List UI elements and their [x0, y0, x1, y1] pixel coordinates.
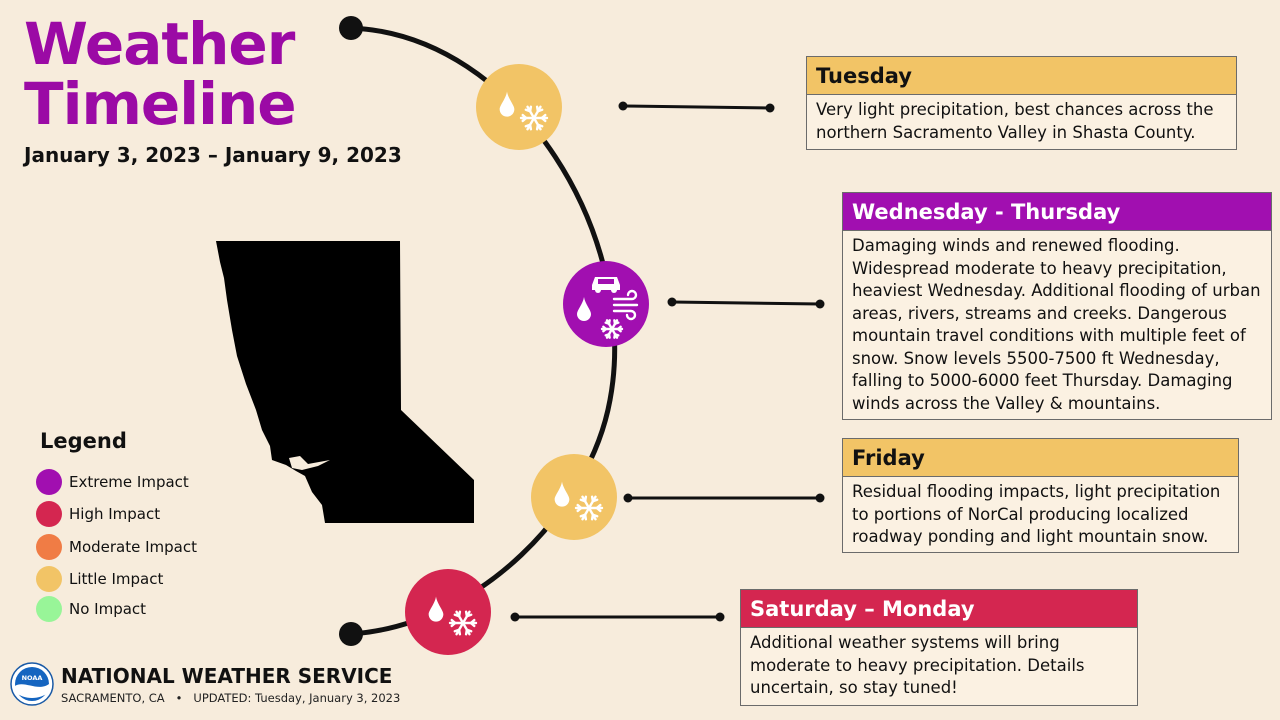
timeline-start-node — [339, 16, 363, 40]
connector-tuesday — [618, 101, 775, 113]
event-card-sat-mon: Saturday – Monday Additional weather sys… — [740, 589, 1138, 706]
legend-swatch — [36, 501, 62, 527]
impact-circle — [476, 64, 562, 150]
office-updated: SACRAMENTO, CA • UPDATED: Tuesday, Janua… — [61, 691, 400, 705]
legend-swatch — [36, 596, 62, 622]
event-day-label: Friday — [843, 439, 1238, 477]
event-day-label: Wednesday - Thursday — [843, 193, 1271, 231]
event-card-friday: Friday Residual flooding impacts, light … — [842, 438, 1239, 553]
impact-circle — [531, 454, 617, 540]
legend-title: Legend — [40, 429, 127, 453]
snowflake-icon — [519, 105, 549, 131]
rain-drop-icon — [554, 481, 570, 507]
noaa-logo-icon: NOAA — [10, 662, 54, 706]
agency-name: NATIONAL WEATHER SERVICE — [61, 664, 393, 688]
event-circle-tuesday — [476, 64, 562, 150]
connector-friday — [623, 493, 825, 503]
page-title: Weather Timeline — [24, 10, 297, 138]
impact-circle — [563, 261, 649, 347]
updated-date: UPDATED: Tuesday, January 3, 2023 — [193, 691, 401, 705]
legend-swatch — [36, 566, 62, 592]
title-line-1: Weather — [24, 10, 295, 78]
car-icon — [592, 277, 620, 293]
legend-label: Moderate Impact — [69, 538, 197, 556]
rain-drop-icon — [577, 297, 591, 321]
rain-drop-icon — [499, 91, 515, 117]
connector-sat-mon — [510, 612, 725, 622]
event-description: Additional weather systems will bring mo… — [750, 633, 1085, 697]
connector-wed-thu — [667, 297, 825, 309]
california-map — [216, 241, 474, 523]
bullet-separator: • — [168, 691, 190, 705]
event-card-tuesday: Tuesday Very light precipitation, best c… — [806, 56, 1237, 150]
legend-item-extreme: Extreme Impact — [36, 469, 189, 495]
legend-label: Little Impact — [69, 570, 164, 588]
legend-label: High Impact — [69, 505, 161, 523]
rain-drop-icon — [428, 596, 444, 622]
event-card-wed-thu: Wednesday - Thursday Damaging winds and … — [842, 192, 1272, 420]
noaa-logo-text: NOAA — [22, 674, 43, 682]
impact-circle — [405, 569, 491, 655]
office-name: SACRAMENTO, CA — [61, 691, 165, 705]
event-circle-friday — [531, 454, 617, 540]
legend-swatch — [36, 534, 62, 560]
legend-label: No Impact — [69, 600, 147, 618]
event-description: Very light precipitation, best chances a… — [816, 100, 1214, 142]
legend-item-moderate: Moderate Impact — [36, 534, 197, 560]
snowflake-icon — [574, 495, 604, 521]
event-day-label: Saturday – Monday — [741, 590, 1137, 628]
event-circle-sat-mon — [405, 569, 491, 655]
event-day-label: Tuesday — [807, 57, 1236, 95]
date-range: January 3, 2023 – January 9, 2023 — [24, 143, 402, 167]
legend-swatch — [36, 469, 62, 495]
title-line-2: Timeline — [24, 70, 297, 138]
snowflake-icon — [448, 610, 478, 636]
bay-notch — [289, 456, 330, 470]
timeline-end-node — [339, 622, 363, 646]
legend-item-little: Little Impact — [36, 566, 163, 592]
legend-item-none: No Impact — [36, 596, 146, 622]
legend-item-high: High Impact — [36, 501, 160, 527]
legend-label: Extreme Impact — [69, 473, 189, 491]
snowflake-icon — [600, 319, 624, 339]
event-description: Residual flooding impacts, light precipi… — [852, 482, 1221, 546]
event-circle-wed-thu — [563, 261, 649, 347]
event-description: Damaging winds and renewed flooding. Wid… — [852, 236, 1261, 413]
wind-icon — [612, 289, 639, 321]
